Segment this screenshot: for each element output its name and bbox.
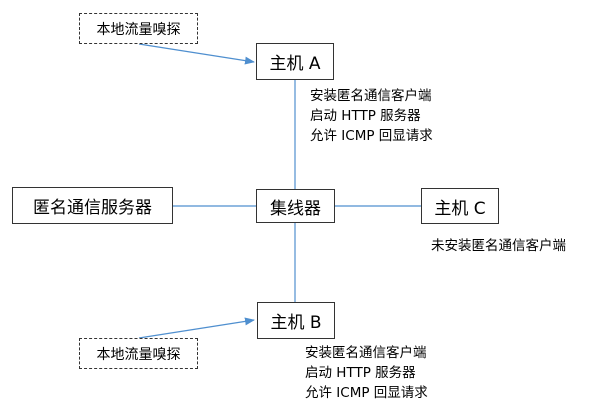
arrow-sniff-b: [138, 317, 255, 339]
host-a-notes: 安装匿名通信客户端 启动 HTTP 服务器 允许 ICMP 回显请求: [310, 86, 433, 146]
host-a-box: 主机 A: [256, 43, 334, 80]
host-c-note-1: 未安装匿名通信客户端: [431, 238, 566, 254]
arrow-sniff-a: [138, 43, 255, 65]
host-a-note-2: 启动 HTTP 服务器: [310, 108, 421, 124]
host-b-notes: 安装匿名通信客户端 启动 HTTP 服务器 允许 ICMP 回显请求: [305, 343, 428, 403]
host-b-note-1: 安装匿名通信客户端: [305, 345, 427, 361]
host-b-note-3: 允许 ICMP 回显请求: [305, 385, 428, 401]
sniff-b-box: 本地流量嗅探: [79, 338, 198, 369]
host-b-box: 主机 B: [257, 302, 335, 339]
host-c-notes: 未安装匿名通信客户端: [431, 236, 566, 256]
host-c-box: 主机 C: [421, 188, 499, 224]
anonymous-server-box: 匿名通信服务器: [12, 187, 173, 224]
host-a-note-3: 允许 ICMP 回显请求: [310, 128, 433, 144]
hub-box: 集线器: [256, 189, 335, 223]
host-a-note-1: 安装匿名通信客户端: [310, 88, 432, 104]
host-b-note-2: 启动 HTTP 服务器: [305, 365, 416, 381]
sniff-a-box: 本地流量嗅探: [79, 13, 198, 44]
